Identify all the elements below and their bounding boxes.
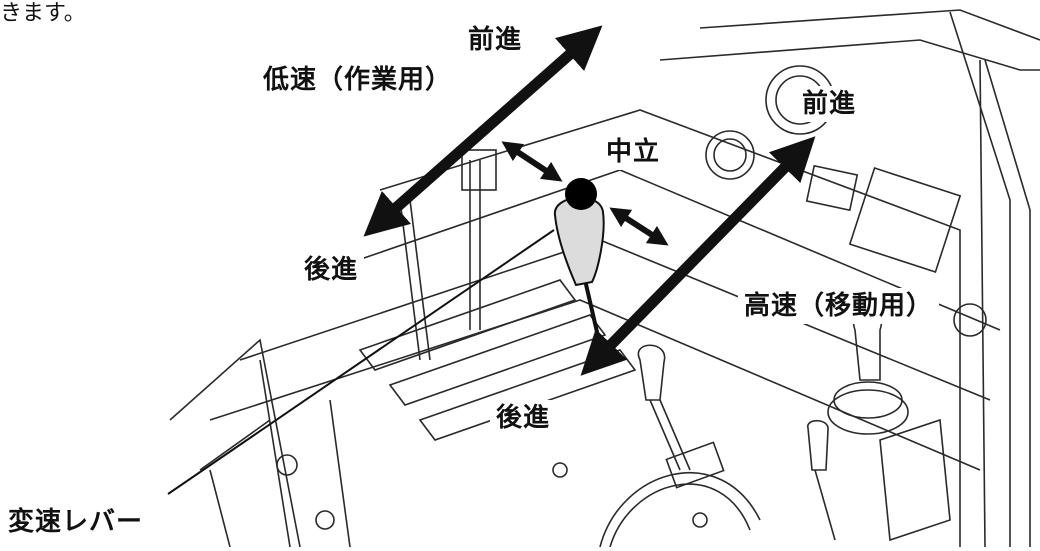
low-speed-travel-arrow — [363, 25, 603, 237]
label-reverse-left: 後進 — [298, 252, 365, 288]
high-speed-travel-arrow — [580, 136, 816, 376]
label-reverse-right: 後進 — [490, 400, 557, 436]
label-shift-lever: 変速レバー — [2, 504, 150, 540]
label-high-speed: 高速（移動用） — [738, 288, 940, 324]
label-forward-left: 前進 — [462, 22, 529, 58]
label-neutral: 中立 — [600, 134, 667, 170]
neutral-to-low-arrow — [501, 141, 563, 182]
neutral-to-high-arrow — [609, 207, 669, 246]
shift-lever-leader-line — [167, 229, 555, 495]
label-low-speed: 低速（作業用） — [257, 62, 459, 98]
label-forward-right: 前進 — [796, 86, 863, 122]
neutral-point-icon — [565, 178, 597, 210]
shift-lever — [553, 196, 605, 346]
cropped-text-snippet: きます。 — [0, 1, 86, 26]
